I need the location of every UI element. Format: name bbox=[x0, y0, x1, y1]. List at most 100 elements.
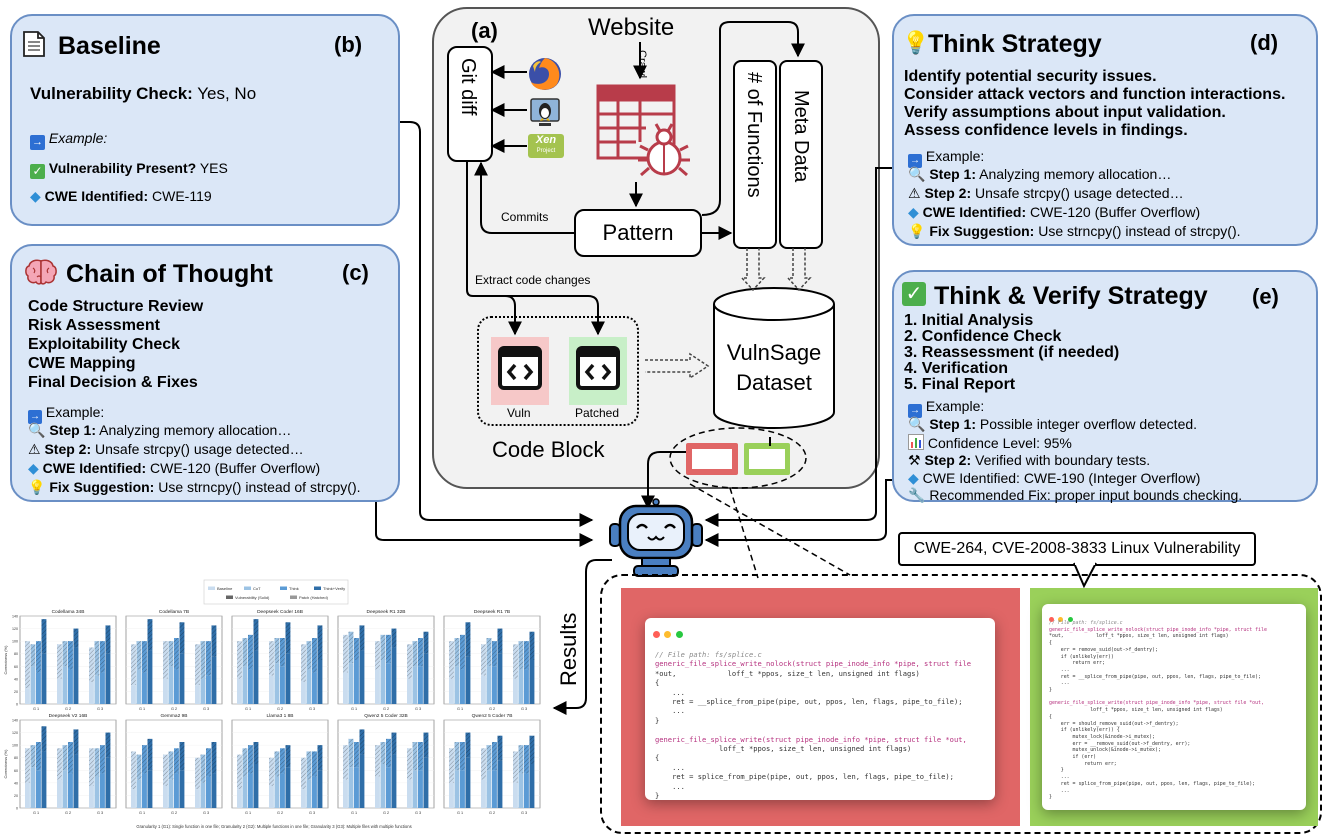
chart-patch-hatch bbox=[317, 745, 323, 771]
chart-panel-title: Deepseek V2 16B bbox=[49, 713, 88, 719]
chart-vuln-bar bbox=[62, 770, 68, 808]
chart-vuln-bar bbox=[68, 773, 73, 808]
bug-icon bbox=[638, 123, 690, 177]
chart-patch-hatch bbox=[518, 745, 524, 774]
code-line: ret = __splice_from_pipe(pipe, out, ppos… bbox=[1049, 673, 1261, 680]
chart-x-tick: G 3 bbox=[415, 811, 421, 815]
chart-vuln-bar bbox=[94, 675, 100, 704]
chart-vuln-bar bbox=[391, 647, 397, 704]
git-diff-label: Git diff bbox=[457, 58, 479, 116]
chart-vuln-bar bbox=[237, 789, 242, 808]
chart-x-tick: G 1 bbox=[33, 811, 39, 815]
chart-patch-hatch bbox=[142, 641, 147, 673]
chart-vuln-bar bbox=[423, 653, 429, 704]
chart-x-tick: G 3 bbox=[203, 811, 209, 815]
verify-fix: 🔧 Recommended Fix: proper input bounds c… bbox=[908, 487, 1242, 504]
chart-vuln-bar bbox=[168, 666, 174, 704]
code-line: { bbox=[655, 678, 660, 688]
chart-vuln-bar bbox=[306, 669, 312, 704]
chart-patch-hatch bbox=[412, 742, 418, 771]
think-step-3: Verify assumptions about input validatio… bbox=[904, 104, 1226, 121]
chart-vuln-bar bbox=[418, 770, 423, 808]
chart-y-tick: 80 bbox=[14, 652, 18, 656]
chart-patch-hatch bbox=[253, 742, 259, 764]
chart-vuln-bar bbox=[274, 776, 280, 808]
present-key: Vulnerability Present? bbox=[48, 160, 197, 176]
chart-patch-hatch bbox=[306, 641, 312, 670]
mini-patch-card bbox=[744, 443, 790, 475]
verify-s2: ⚒ Step 2: Verified with boundary tests. bbox=[908, 452, 1150, 469]
chart-vuln-bar bbox=[481, 675, 486, 704]
code-line: generic_file_splice_write_nolock(struct … bbox=[1049, 626, 1267, 633]
code-line: } bbox=[655, 715, 660, 725]
chart-vuln-bar bbox=[25, 688, 30, 704]
chart-panel-title: Qwen2 5 Coder 7B bbox=[472, 713, 513, 719]
code-line: ret = splice_from_pipe(pipe, out, ppos, … bbox=[655, 772, 954, 782]
chart-patch-hatch bbox=[481, 748, 486, 780]
chart-patch-hatch bbox=[492, 641, 497, 667]
code-line: *out, loff_t *ppos, size_t len, unsigned… bbox=[1049, 633, 1229, 640]
chart-panel-title: Qwen2 5 Coder 32B bbox=[364, 713, 407, 719]
chart-vuln-bar bbox=[105, 653, 111, 704]
lightbulb-icon: 💡 bbox=[902, 30, 930, 55]
chart-patch-hatch bbox=[285, 745, 291, 768]
wrench-icon: 🔧 bbox=[908, 487, 926, 503]
chart-x-tick: G 1 bbox=[33, 707, 39, 711]
think-fix: 💡 Fix Suggestion: Use strncpy() instead … bbox=[908, 223, 1241, 240]
code-line: if (unlikely(err)) bbox=[1049, 653, 1114, 660]
cot-s1-value: Analyzing memory allocation… bbox=[99, 422, 292, 438]
cot-s1: 🔍 Step 1: Analyzing memory allocation… bbox=[28, 422, 291, 439]
chart-x-tick: G 3 bbox=[521, 707, 527, 711]
chart-vuln-bar bbox=[375, 776, 380, 808]
verify-label: (e) bbox=[1252, 284, 1279, 309]
verify-panel: ✓ Think & Verify Strategy (e) 1. Initial… bbox=[892, 270, 1318, 504]
chart-patch-hatch bbox=[211, 625, 217, 657]
chart-x-tick: G 3 bbox=[97, 811, 103, 815]
chart-vuln-bar bbox=[518, 669, 524, 704]
chart-panel-title: Deepseek Coder 16B bbox=[257, 609, 303, 615]
magnifier-icon: 🔍 bbox=[908, 416, 926, 432]
chart-patch-hatch bbox=[513, 751, 518, 783]
chart-patch-hatch bbox=[460, 634, 465, 670]
chart-patch-hatch bbox=[131, 644, 136, 686]
chart-vuln-bar bbox=[100, 773, 105, 808]
think-s2: ⚠ Step 2: Unsafe strcpy() usage detected… bbox=[908, 185, 1184, 202]
warning-icon: ⚠ bbox=[908, 185, 921, 201]
xen-subtext: Project bbox=[536, 148, 556, 154]
chart-x-tick: G 1 bbox=[457, 811, 463, 815]
chart-vuln-bar bbox=[100, 672, 105, 704]
code-line: *out, loff_t *ppos, size_t len, unsigned… bbox=[655, 668, 920, 678]
vuln-check-value: Yes, No bbox=[197, 84, 257, 103]
verify-s1-value: Possible integer overflow detected. bbox=[979, 416, 1198, 432]
chart-patch-hatch bbox=[492, 742, 497, 771]
code-line: ... bbox=[655, 781, 685, 791]
pattern-box: Pattern bbox=[574, 209, 702, 257]
present-value: YES bbox=[199, 160, 228, 176]
code-line: { bbox=[1049, 640, 1052, 647]
arrow-right-icon: → bbox=[28, 410, 42, 424]
lightbulb-icon: 💡 bbox=[908, 223, 926, 239]
chart-vuln-bar bbox=[301, 789, 306, 808]
chart-legend-label: Vulnerability (Solid) bbox=[235, 595, 270, 600]
chart-patch-hatch bbox=[407, 748, 412, 780]
code-line: ... bbox=[655, 762, 685, 772]
code-line: ... bbox=[1049, 666, 1070, 673]
verify-step-2: 2. Confidence Check bbox=[904, 328, 1062, 345]
chart-x-tick: G 2 bbox=[383, 811, 389, 815]
mini-vuln-card bbox=[686, 443, 738, 475]
cot-example-text: Example: bbox=[45, 404, 105, 420]
chart-legend-swatch bbox=[244, 586, 251, 590]
chart-patch-hatch bbox=[94, 641, 100, 676]
chart-patch-hatch bbox=[195, 757, 200, 790]
pipeline-label: (a) bbox=[471, 18, 498, 43]
chart-patch-hatch bbox=[386, 634, 391, 664]
chart-x-tick: G 3 bbox=[97, 707, 103, 711]
meta-data-label: Meta Data bbox=[790, 90, 812, 183]
chart-patch-hatch bbox=[274, 638, 280, 664]
chart-patch-hatch bbox=[136, 641, 142, 670]
chart-patch-hatch bbox=[354, 638, 359, 660]
baseline-panel: Baseline (b) Vulnerability Check: Yes, N… bbox=[10, 14, 400, 226]
chart-legend-label: Think+Verify bbox=[323, 586, 345, 591]
verify-example-text: Example: bbox=[925, 398, 985, 414]
chart-legend-label: Baseline bbox=[217, 586, 233, 591]
